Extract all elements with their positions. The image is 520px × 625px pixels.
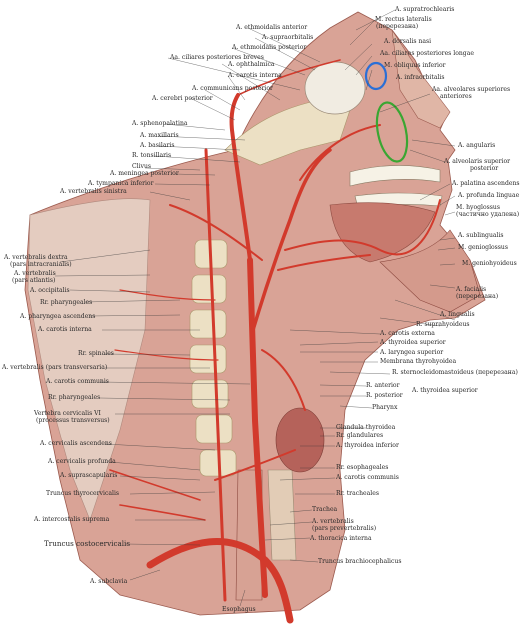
arteries (109, 59, 441, 624)
label-obliquus-inferior: M. obliquus inferior (384, 62, 446, 69)
label-carotis-interna-top: A. carotis interna (228, 72, 282, 79)
label-supratrochlearis: A. supratrochlearis (395, 6, 455, 13)
label-pharyngeales-top: Rr. pharyngeales (40, 299, 93, 306)
label-carotis-communis-left: A. carotis communis (46, 378, 109, 385)
trachea (267, 469, 297, 561)
label-vertebralis-atlantis: A. vertebralis (14, 270, 56, 277)
label-infraorbitalis: A. infraorbitalis (396, 74, 445, 81)
label-tonsillaris: R. tonsillaris (132, 152, 172, 159)
label-dorsalis-nasi: A. dorsalis nasi (384, 38, 432, 45)
label-carotis-interna-mid: A. carotis interna (38, 326, 92, 333)
label-occipitalis: A. occipitalis (30, 287, 70, 294)
label-vertebralis-prevert: A. vertebralis (312, 518, 354, 525)
label-truncus-costocervicalis: Truncus costocervicalis (44, 539, 131, 548)
label-cervicalis-profunda: A. cervicalis profunda (48, 458, 116, 465)
label-laryngea-superior: A. laryngea superior (380, 349, 444, 356)
tongue (329, 202, 436, 263)
green-highlight-circle (375, 101, 409, 163)
esophagus (235, 469, 263, 601)
label-intercostalis-suprema: A. intercostalis suprema (34, 516, 110, 523)
label-pharyngeales-mid: Rr. pharyngeales (48, 394, 101, 401)
label-rectus-lateralis-note: (перерезана) (376, 23, 419, 30)
label-alveolares-sup-ant: Aa. alveolares superiores (432, 86, 511, 93)
label-spinales: Rr. spinales (78, 350, 114, 357)
label-geniohyoideus: M. geniohyoideus (462, 260, 517, 267)
label-glandulares: Rr. glandulares (336, 432, 384, 439)
label-facialis-note: (перерезана) (456, 293, 499, 300)
label-vertebralis-transv: A. vertebralis (pars transversaria) (2, 364, 108, 371)
label-subclavia: A. subclavia (90, 578, 128, 585)
label-vertebra-vi: Vertebra cervicalis VI (34, 410, 101, 417)
label-hyoglossus: M. hyoglossus (456, 204, 500, 211)
label-basilaris: A. basilaris (140, 142, 175, 149)
label-ethmoidalis-posterior: A. ethmoidalis posterior (232, 44, 307, 51)
label-profunda-linguae: A. profunda linguae (458, 192, 520, 199)
label-vertebralis-atlantis-2: (pars atlantis) (12, 277, 56, 284)
label-vertebralis-dextra-2: (pars intracranialis) (10, 261, 72, 268)
label-genioglossus: M. genioglossus (458, 244, 508, 251)
label-sphenopalatina: A. sphenopalatina (132, 120, 188, 127)
head-neck-silhouette (24, 11, 486, 616)
label-glandula-thyroidea: Glandula thyroidea (336, 424, 396, 431)
label-angularis: A. angularis (458, 142, 496, 149)
label-tracheales: Rr. tracheales (336, 490, 379, 497)
upper-teeth (349, 165, 441, 187)
label-esophageales: Rr. esophageales (336, 464, 389, 471)
label-hyoglossus-note: (частично удалена) (456, 211, 520, 218)
label-rectus-lateralis: M. rectus lateralis (375, 16, 432, 23)
label-cervicalis-ascendens: A. cervicalis ascendens (40, 440, 112, 447)
label-alveolaris-sup-post: A. alveolaris superior (444, 158, 511, 165)
label-ethmoidalis-anterior: A. ethmoidalis anterior (236, 24, 308, 31)
label-pharynx: Pharynx (372, 404, 398, 411)
label-pharyngea-ascendens: A. pharyngea ascendens (20, 313, 96, 320)
label-sternocleidomastoideus: R. sternocleidomastoideus (перерезана) (392, 369, 518, 376)
label-clivus: Clivus (132, 163, 152, 170)
label-vertebralis-dextra: A. vertebralis dextra (4, 254, 68, 261)
label-truncus-brachiocephalicus: Truncus brachiocephalicus (318, 558, 402, 565)
label-maxillaris: A. maxillaris (140, 132, 179, 139)
label-suprascapularis: A. suprascapularis (60, 472, 118, 479)
label-carotis-externa: A. carotis externa (380, 330, 435, 337)
label-suprahyoideus: R. suprahyoideus (416, 321, 470, 328)
label-ciliares-longae: Aa. ciliares posteriores longae (380, 50, 474, 57)
label-cerebri-posterior: A. cerebri posterior (152, 95, 213, 102)
leader-lines (54, 9, 456, 607)
label-supraorbitalis: A. supraorbitalis (262, 34, 314, 41)
label-vertebralis-prevert-2: (pars prevertebralis) (312, 525, 377, 532)
label-sublingualis: A. sublingualis (458, 232, 504, 239)
thyroid-gland (275, 407, 325, 473)
label-lingualis: A. lingualis (440, 311, 475, 318)
label-alveolares-sup-ant-2: anteriores (440, 93, 472, 100)
label-vertebralis-sinistra: A. vertebralis sinistra (60, 188, 127, 195)
label-thoracica-interna: A. thoracica interna (310, 535, 372, 542)
label-ciliares-breves: Aa. ciliares posteriores breves (170, 54, 264, 61)
blue-highlight-circle (364, 61, 388, 91)
label-esophagus: Esophagus (222, 606, 256, 613)
label-truncus-thyrocervicalis: Truncus thyrocervicalis (46, 490, 120, 497)
label-meningea-posterior: A. meningea posterior (110, 170, 179, 177)
label-ophthalmica: A. ophthalmica (228, 61, 275, 68)
nose (391, 29, 451, 129)
label-carotis-communis-right: A. carotis communis (336, 474, 399, 481)
label-tympanica-inferior: A. tympanica inferior (88, 180, 154, 187)
label-thyroidea-inferior: A. thyroidea inferior (336, 442, 399, 449)
label-alveolaris-sup-post-2: posterior (470, 165, 499, 172)
mandible (379, 229, 481, 313)
label-facialis: A. facialis (456, 286, 487, 293)
label-palatina-ascendens: A. palatina ascendens (452, 180, 520, 187)
label-vertebra-vi-2: (processus transversus) (36, 417, 110, 424)
label-communicans-posterior: A. communicans posterior (192, 85, 273, 92)
label-trachea: Trachea (312, 506, 338, 513)
label-thyroidea-superior-right: A. thyroidea superior (412, 387, 478, 394)
label-thyroidea-superior-top: A. thyroidea superior (380, 339, 446, 346)
label-membrana-thyrohyoidea: Membrana thyrohyoidea (380, 358, 457, 365)
cervical-fascia (27, 198, 151, 521)
label-r-posterior: R. posterior (366, 392, 403, 399)
label-r-anterior: R. anterior (366, 382, 400, 389)
eyeball (304, 61, 366, 115)
